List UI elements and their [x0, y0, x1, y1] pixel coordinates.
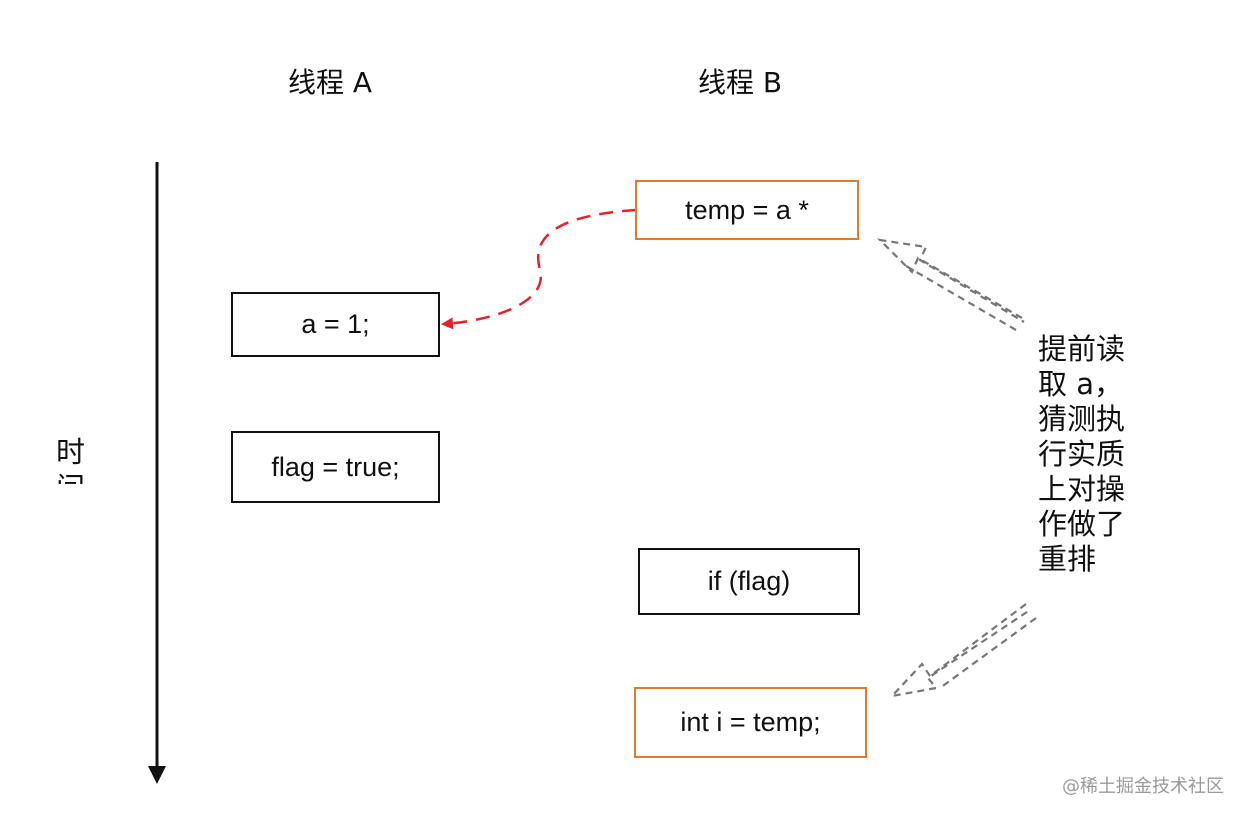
thread-b-title: 线程 B: [698, 66, 783, 99]
box-if-flag: if (flag): [638, 548, 860, 615]
dependency-arrow: [441, 208, 637, 330]
thread-a-title: 线程 A: [288, 66, 373, 99]
time-axis-arrowhead: [148, 766, 166, 784]
time-axis-label: 时间: [56, 435, 86, 484]
box-flag-assign: flag = true;: [231, 431, 440, 503]
annotation-arrow-bottom: [888, 603, 1037, 698]
box-int-i: int i = temp;: [634, 687, 867, 758]
box-temp-assign: temp = a *: [635, 180, 859, 240]
annotation-arrow-top: [876, 238, 1025, 331]
box-a-assign: a = 1;: [231, 292, 440, 357]
watermark: @稀土掘金技术社区: [1062, 776, 1224, 797]
reorder-annotation: 提前读取 a，猜测执行实质上对操作做了重排: [1038, 332, 1126, 576]
